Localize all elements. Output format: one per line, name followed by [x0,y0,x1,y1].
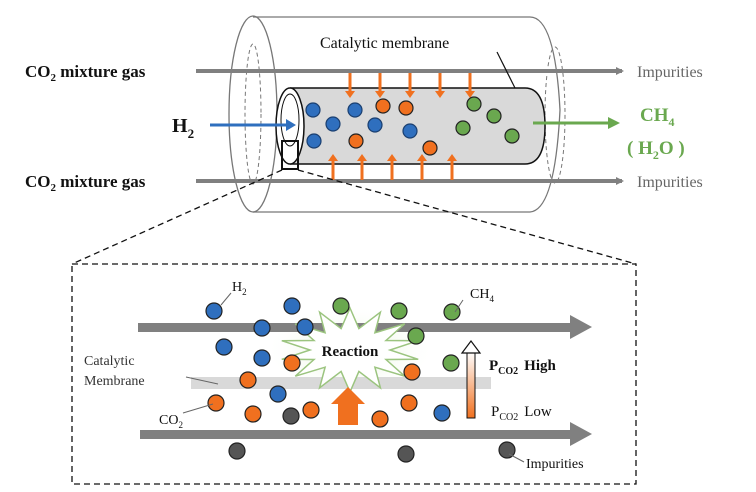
co2-permeation-arrows-down [345,73,475,98]
co2-arrow-down-head [435,91,445,98]
h2-molecule [296,318,314,336]
ch4-molecule [466,96,482,112]
impurity-molecule [397,445,415,463]
co2-arrow-down-head [465,91,475,98]
co2-molecule [302,401,320,419]
feed-label-bottom: CO2 mixture gas [25,172,146,194]
co2-molecule [400,394,418,412]
ch4-molecule [504,128,520,144]
co2-molecule [422,140,438,156]
impurities-label-bottom: Impurities [637,174,703,191]
co2-arrow-down-head [345,91,355,98]
zoom-connector-left [71,169,283,265]
inset-h2-label: H2 [232,280,247,297]
impurity-molecule [228,442,246,460]
h2o-byproduct-label: ( H2O ) [627,138,685,162]
co2-molecule [371,410,389,428]
impurities-label-top: Impurities [637,64,703,81]
ch4-outlet-arrow [533,117,620,129]
co2-molecule [207,394,225,412]
h2-molecule [347,102,363,118]
h2-inlet-arrow [210,119,296,131]
co2-arrow-up-head [387,154,397,161]
tube-molecules [305,96,520,156]
h2-molecule [402,123,418,139]
h2-molecule [215,338,233,356]
h2-molecule [367,117,383,133]
feed-label-top: CO2 mixture gas [25,62,146,84]
h2-molecule [253,319,271,337]
co2-arrow-up-head [328,154,338,161]
h2-molecule [433,404,451,422]
h2-molecule [283,297,301,315]
inset-catalytic-membrane [191,377,491,389]
inset-membrane-label-line1: Catalytic [84,354,135,369]
co2-molecule [283,354,301,372]
inset-feed-stream-bottom [140,422,592,446]
ch4-molecule [390,302,408,320]
inset-ch4-label: CH4 [470,287,494,304]
ch4-molecule [442,354,460,372]
ch4-molecule [443,303,461,321]
co2-arrow-up-head [417,154,427,161]
co2-arrow-up-head [447,154,457,161]
co2-molecule [244,405,262,423]
zoom-connector-right [297,169,637,265]
co2-molecule [398,100,414,116]
h2-molecule [305,102,321,118]
ch4-molecule [407,327,425,345]
co2-molecule [348,133,364,149]
h2-molecule [253,349,271,367]
ch4-molecule [332,297,350,315]
impurity-molecule [282,407,300,425]
inset-co2-label: CO2 [159,413,183,430]
h2-molecule [205,302,223,320]
co2-molecule [403,363,421,381]
reaction-label: Reaction [322,344,379,360]
co2-molecule [239,371,257,389]
co2-molecule [375,98,391,114]
ch4-molecule [455,120,471,136]
ch4-product-label: CH4 [640,105,675,129]
inset-frame [71,263,637,485]
h2-molecule [269,385,287,403]
h2-molecule [306,133,322,149]
ch4-molecule [486,108,502,124]
h2-label: H2 [172,115,194,141]
co2-flux-arrow [331,387,365,425]
co2-arrow-down-head [405,91,415,98]
zoom-region-marker [281,140,299,170]
inset-molecules [205,297,516,463]
membrane-label: Catalytic membrane [320,35,449,52]
co2-permeation-arrows-up [328,154,457,180]
pco2-gradient-arrow [460,340,482,419]
inset-impurities-label: Impurities [526,457,584,472]
h2-molecule [325,116,341,132]
inset-membrane-label-line2: Membrane [84,374,145,389]
impurity-molecule [498,441,516,459]
outer-shell [228,15,566,213]
co2-arrow-down-head [375,91,385,98]
co2-arrow-up-head [357,154,367,161]
